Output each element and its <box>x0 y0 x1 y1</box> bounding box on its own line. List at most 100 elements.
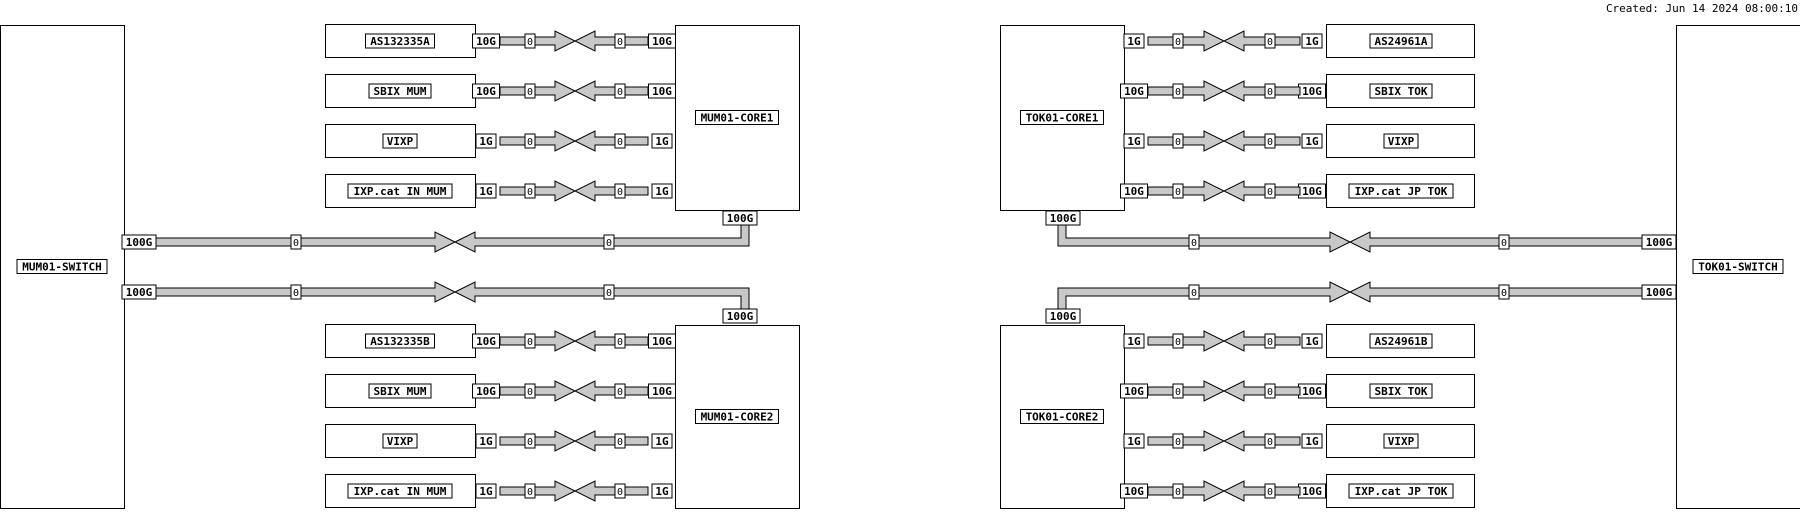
peer-3-3-count-out-frame <box>1172 483 1184 499</box>
peer-0-1-count-in-frame <box>614 83 626 99</box>
uplink-3-speed-a-frame <box>1045 308 1081 324</box>
peer-1-1-speed-a: 10G <box>476 385 496 398</box>
peer-1-2-speed-a: 1G <box>479 435 493 448</box>
peer-0-2-count-in-frame <box>614 133 626 149</box>
peer-2-2-speed-a-frame <box>1123 133 1145 149</box>
peer-3-1-arrow-in <box>1222 380 1301 402</box>
uplink-3-count-a-frame <box>1188 284 1200 300</box>
peer-0-0-count-out: 0 <box>527 37 533 48</box>
peer-0-3-count-out-frame <box>524 183 536 199</box>
peer-0-2-arrow-out <box>499 130 577 152</box>
peer-0-3-arrow-in <box>573 180 649 202</box>
peer-1-0-count-out: 0 <box>527 337 533 348</box>
uplink-0-speed-b: 100G <box>727 212 754 225</box>
peer-2-3-arrow-out <box>1147 180 1226 202</box>
peer-2-0-arrow-out <box>1147 30 1226 52</box>
peer-1-2-label-frame <box>382 433 418 449</box>
peer-1-3-speed-b-frame <box>651 483 673 499</box>
peer-3-1-arrow-out <box>1147 380 1226 402</box>
mum-core2-label: MUM01-CORE2 <box>701 411 774 424</box>
uplink-0-speed-a-frame <box>121 234 157 250</box>
peer-1-2-label: VIXP <box>387 435 414 448</box>
tok-switch-label-frame <box>1692 259 1784 274</box>
peer-0-3-speed-a-frame <box>475 183 497 199</box>
peer-2-2-label-frame <box>1383 133 1419 149</box>
peer-3-0-label: AS24961B <box>1375 335 1428 348</box>
peer-2-0-arrow-in <box>1222 30 1301 52</box>
tok-core1-label: TOK01-CORE1 <box>1026 112 1099 125</box>
peer-0-0-arrow-out <box>499 30 577 52</box>
peer-2-0-speed-a: 1G <box>1127 35 1141 48</box>
peer-3-2-label: VIXP <box>1388 435 1415 448</box>
peer-3-0-count-out-frame <box>1172 333 1184 349</box>
peer-3-3-label: IXP.cat JP TOK <box>1355 485 1448 498</box>
peer-3-3-label-frame <box>1348 483 1454 499</box>
peer-1-3-label: IXP.cat IN MUM <box>354 485 447 498</box>
peer-1-1-count-in-frame <box>614 383 626 399</box>
peer-2-3-count-out-frame <box>1172 183 1184 199</box>
uplink-1-speed-a-frame <box>121 284 157 300</box>
peer-1-3-count-out: 0 <box>527 487 533 498</box>
peer-3-0-count-in-frame <box>1264 333 1276 349</box>
peer-0-0-speed-a: 10G <box>476 35 496 48</box>
peer-2-1-arrow-in <box>1222 80 1301 102</box>
uplink-1-count-b: 0 <box>606 288 612 299</box>
peer-2-1-label-frame <box>1369 83 1433 99</box>
peer-3-2-count-in: 0 <box>1267 437 1273 448</box>
peer-2-2-count-in: 0 <box>1267 137 1273 148</box>
uplink-2-speed-a-frame <box>1045 210 1081 226</box>
peer-1-1-count-in: 0 <box>617 387 623 398</box>
peer-3-3-speed-a: 10G <box>1124 485 1144 498</box>
peer-2-3-count-out: 0 <box>1175 187 1181 198</box>
peer-3-2-arrow-out <box>1147 430 1226 452</box>
peer-3-1-label: SBIX TOK <box>1375 385 1428 398</box>
peer-3-0-speed-b: 1G <box>1305 335 1319 348</box>
peer-1-3-arrow-out <box>499 480 577 502</box>
peer-1-3-speed-a: 1G <box>479 485 493 498</box>
peer-3-2-arrow-in <box>1222 430 1301 452</box>
peer-0-3-label-frame <box>347 183 453 199</box>
peer-1-0-label-frame <box>365 333 435 349</box>
uplink-0-count-a-frame <box>290 234 302 250</box>
peer-0-1-arrow-out <box>499 80 577 102</box>
peer-0-2-speed-b-frame <box>651 133 673 149</box>
peer-2-1-speed-b: 10G <box>1302 85 1322 98</box>
peer-0-3-arrow-out <box>499 180 577 202</box>
peer-3-0-speed-b-frame <box>1301 333 1323 349</box>
uplink-2-arrow-out <box>1057 211 1352 253</box>
peer-1-2-arrow-in <box>573 430 649 452</box>
uplink-1-count-a: 0 <box>293 288 299 299</box>
peer-3-1-count-in-frame <box>1264 383 1276 399</box>
peer-1-1-label: SBIX MUM <box>374 385 427 398</box>
peer-1-0-count-in: 0 <box>617 337 623 348</box>
peer-0-3-speed-b: 1G <box>655 185 669 198</box>
peer-2-2-count-out: 0 <box>1175 137 1181 148</box>
peer-3-3-count-out: 0 <box>1175 487 1181 498</box>
peer-2-2-speed-a: 1G <box>1127 135 1141 148</box>
peer-1-1-arrow-in <box>573 380 649 402</box>
peer-1-3-speed-b: 1G <box>655 485 669 498</box>
peer-0-2-speed-a-frame <box>475 133 497 149</box>
peer-2-0-count-in-frame <box>1264 33 1276 49</box>
peer-1-3-speed-a-frame <box>475 483 497 499</box>
uplink-1-arrow-in <box>453 281 750 323</box>
uplink-3-arrow-out <box>1057 281 1352 323</box>
peer-2-2-arrow-in <box>1222 130 1301 152</box>
peer-0-0-count-out-frame <box>524 33 536 49</box>
peer-2-3-speed-b: 10G <box>1302 185 1322 198</box>
peer-3-1-label-frame <box>1369 383 1433 399</box>
peer-1-2-speed-b: 1G <box>655 435 669 448</box>
peer-1-3-arrow-in <box>573 480 649 502</box>
peer-0-3-label: IXP.cat IN MUM <box>354 185 447 198</box>
peer-0-1-arrow-in <box>573 80 649 102</box>
peer-2-1-count-in: 0 <box>1267 87 1273 98</box>
peer-3-0-count-out: 0 <box>1175 337 1181 348</box>
peer-2-0-count-out-frame <box>1172 33 1184 49</box>
peer-2-2-count-in-frame <box>1264 133 1276 149</box>
peer-3-1-count-out: 0 <box>1175 387 1181 398</box>
peer-3-0-label-frame <box>1369 333 1433 349</box>
peer-2-3-label-frame <box>1348 183 1454 199</box>
peer-2-1-count-out: 0 <box>1175 87 1181 98</box>
peer-2-3-speed-a: 10G <box>1124 185 1144 198</box>
peer-2-0-speed-b: 1G <box>1305 35 1319 48</box>
